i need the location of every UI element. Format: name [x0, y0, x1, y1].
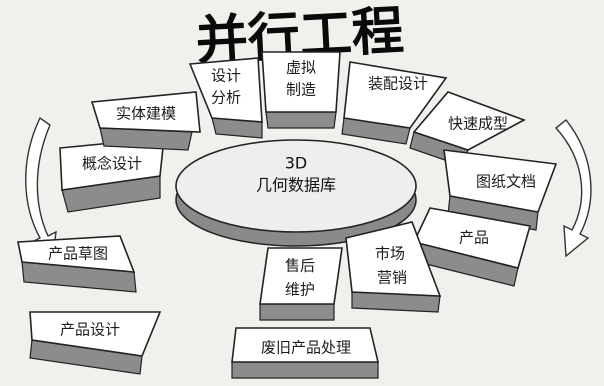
segment-label-assembly: 装配设计 — [368, 75, 428, 93]
hub-line-1: 3D — [285, 154, 308, 173]
segment-marketing: 市场 营销 — [345, 221, 442, 313]
segment-drawings-docs: 图纸文档 — [443, 149, 558, 231]
segment-label-recycling: 废旧产品处理 — [261, 339, 351, 357]
segment-label-analysis-1: 设计 — [211, 67, 241, 85]
segment-design-analysis: 设计 分析 — [188, 57, 263, 139]
segment-label-drawings: 图纸文档 — [476, 173, 536, 191]
segment-assembly-design: 装配设计 — [341, 61, 448, 145]
segment-product-sketch: 产品草图 — [17, 235, 137, 293]
segment-label-productdesign: 产品设计 — [60, 321, 120, 339]
segment-label-analysis-2: 分析 — [211, 89, 241, 107]
segment-label-concept: 概念设计 — [82, 155, 142, 173]
right-flow-arrow — [554, 119, 592, 258]
segment-concept-design: 概念设计 — [59, 137, 165, 213]
segment-label-virtual-1: 虚拟 — [286, 59, 316, 77]
segment-label-marketing-1: 市场 — [375, 245, 405, 263]
hub-top — [175, 139, 417, 233]
segment-label-aftersales-2: 维护 — [285, 281, 315, 299]
segment-label-virtual-2: 制造 — [286, 81, 316, 99]
segment-virtual-manufacturing: 虚拟 制造 — [261, 51, 341, 129]
segment-product-design: 产品设计 — [29, 311, 162, 375]
segment-label-product: 产品 — [459, 229, 489, 247]
segment-solid-modeling: 实体建模 — [90, 91, 201, 151]
hub-line-2: 几何数据库 — [256, 176, 336, 195]
segment-label-rapid: 快速成型 — [448, 115, 508, 133]
segment-label-solid: 实体建模 — [116, 105, 176, 123]
segment-label-aftersales-1: 售后 — [285, 257, 315, 275]
segment-after-sales: 售后 维护 — [259, 247, 343, 321]
segment-label-marketing-2: 营销 — [377, 269, 407, 287]
segment-recycling: 废旧产品处理 — [231, 327, 380, 379]
segment-label-sketch: 产品草图 — [48, 245, 108, 263]
